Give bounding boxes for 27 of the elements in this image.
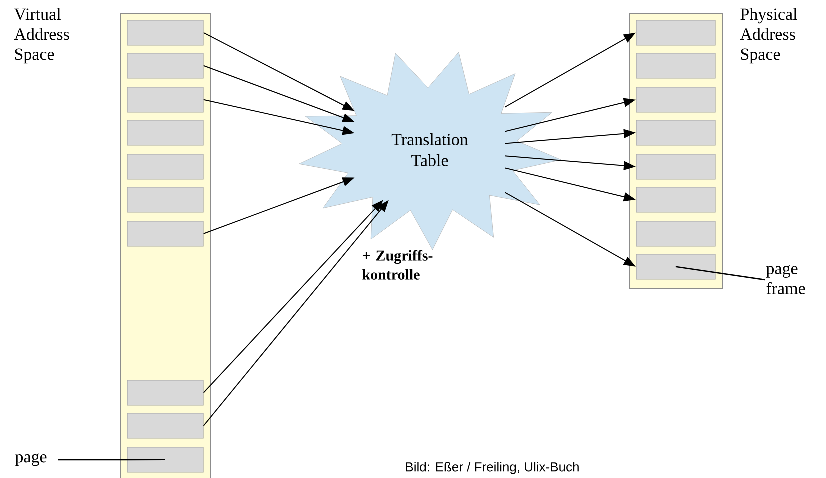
page-slot <box>636 154 716 180</box>
leader-line <box>676 266 766 281</box>
column-heading: Physical Address Space <box>740 8 798 64</box>
source-note: Bild: Eßer / Freiling, Ulix-Buch <box>406 462 579 474</box>
page-slot <box>127 220 204 247</box>
part-label: page <box>15 454 47 466</box>
page-slot <box>127 413 204 439</box>
page-slot <box>127 154 204 180</box>
page-slot <box>636 20 716 46</box>
page-slot <box>636 220 716 247</box>
page-slot <box>636 120 716 146</box>
page-slot <box>636 254 716 280</box>
page-slot <box>127 447 204 473</box>
part-label: page frame <box>766 266 806 294</box>
page-slot <box>127 20 204 46</box>
page-slot <box>636 53 716 79</box>
page-slot <box>127 87 204 113</box>
translation-starburst: Translation Table <box>299 52 562 250</box>
page-slot <box>127 120 204 146</box>
leader-line <box>58 459 166 461</box>
page-slot <box>636 87 716 113</box>
page-slot <box>127 187 204 213</box>
access-control-note: + Zugriffs- kontrolle <box>362 250 433 280</box>
page-slot <box>636 187 716 213</box>
page-slot <box>127 380 204 406</box>
column-heading: Virtual Address Space <box>14 8 70 64</box>
page-slot <box>127 53 204 79</box>
